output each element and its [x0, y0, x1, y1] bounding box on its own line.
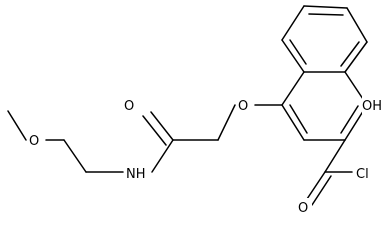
acyl-chloride-group	[304, 139, 353, 206]
bond-c-n	[151, 139, 174, 173]
bond	[281, 71, 305, 106]
bond-double-inner	[340, 41, 360, 67]
bond	[281, 5, 305, 41]
amide-oxygen-label: O	[124, 99, 134, 114]
bond	[344, 41, 368, 73]
bond	[281, 39, 305, 73]
bond	[63, 139, 87, 173]
bond	[346, 7, 368, 43]
bond-c-o	[304, 171, 326, 203]
bond-c-o-double	[311, 175, 332, 206]
side-chain	[7, 104, 283, 173]
substituted-ring	[281, 71, 368, 141]
bond	[281, 104, 305, 141]
bond-c-o-double	[142, 115, 167, 146]
bond-double-inner	[289, 104, 308, 134]
bond	[217, 104, 236, 141]
methoxy-oxygen-label: O	[29, 134, 39, 149]
chlorine-label: Cl	[356, 167, 369, 182]
bond-o-c	[7, 110, 27, 141]
bond-c-o	[150, 111, 174, 141]
benzo-ring	[281, 5, 368, 73]
bond-double-inner	[308, 13, 344, 16]
molecule-structure: OH Cl O O O NH O	[7, 5, 381, 216]
bond	[324, 139, 346, 173]
amide-nitrogen-label: NH	[126, 167, 146, 182]
bond	[303, 5, 348, 9]
hydroxyl-label: OH	[362, 99, 381, 114]
bond-double-inner	[340, 105, 359, 134]
bond-double-inner	[289, 39, 307, 65]
ether-oxygen-label: O	[238, 99, 248, 114]
acyl-oxygen-label: O	[298, 201, 308, 216]
